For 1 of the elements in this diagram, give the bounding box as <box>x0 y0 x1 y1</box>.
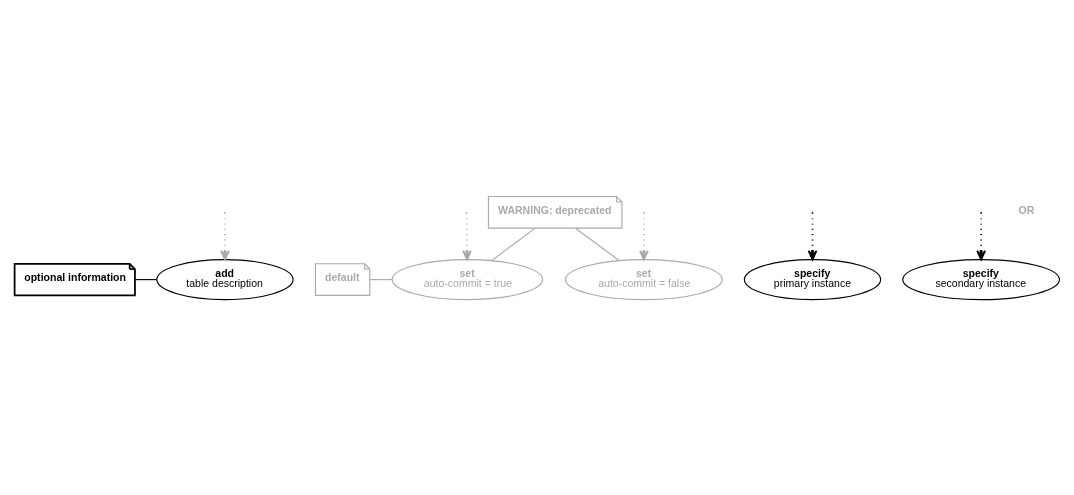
label: OR <box>1018 203 1035 216</box>
